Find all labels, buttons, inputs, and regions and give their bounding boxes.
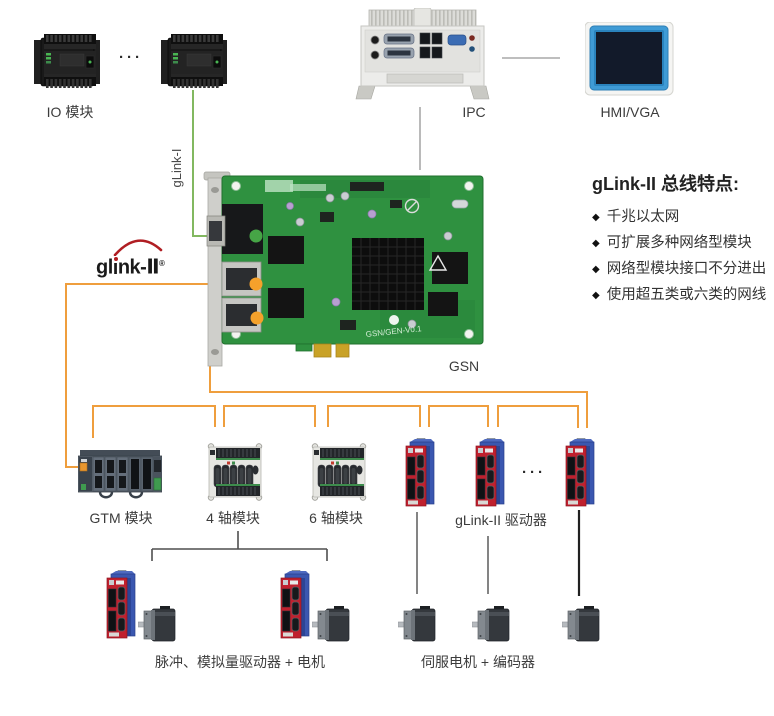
hmi-image bbox=[585, 22, 674, 96]
label-axis6: 6 轴模块 bbox=[309, 510, 363, 526]
glink2-features-panel: gLink-II 总线特点: ◆ 千兆以太网 ◆ 可扩展多种网络型模块 ◆ 网络型模块… bbox=[592, 170, 774, 313]
label-glink2-drivers: gLink-II 驱动器 bbox=[455, 512, 547, 528]
io-modules-ellipsis: ··· bbox=[119, 49, 143, 66]
axis6-module-image bbox=[311, 443, 367, 501]
feature-text: 千兆以太网 bbox=[606, 209, 680, 225]
glink2-logo: glınk-Ⅱ® bbox=[96, 251, 176, 281]
label-glink1-bus: gLink-I bbox=[169, 148, 184, 188]
glink2-driver-3-image bbox=[565, 438, 595, 507]
label-servo-group: 伺服电机 + 编码器 bbox=[421, 654, 535, 670]
glink2-line-port1-to-gtm bbox=[65, 283, 250, 468]
glink2-line-axis4-to-axis6 bbox=[223, 405, 316, 427]
servo-motor-lines bbox=[416, 510, 581, 596]
glink1-port-dot bbox=[249, 229, 263, 243]
diamond-bullet-icon: ◆ bbox=[592, 264, 600, 275]
logo-prefix: gl bbox=[96, 256, 113, 279]
glink2-driver-1-image bbox=[405, 438, 435, 507]
pulse-motor-2-image bbox=[312, 606, 350, 642]
label-axis4: 4 轴模块 bbox=[206, 510, 260, 526]
axis4-module-image bbox=[207, 443, 263, 501]
logo-red-dot-i: ı bbox=[112, 256, 119, 279]
logo-numeral: Ⅱ bbox=[146, 256, 160, 279]
label-ipc: IPC bbox=[462, 104, 486, 120]
gsn-card-image: GSN/GEN-V0.1 bbox=[203, 171, 484, 367]
label-gsn: GSN bbox=[448, 358, 480, 374]
logo-suffix: nk- bbox=[117, 256, 147, 279]
glink2-line-driver2-to-driver3 bbox=[497, 405, 579, 428]
feature-item: ◆ 千兆以太网 bbox=[592, 209, 774, 226]
diamond-bullet-icon: ◆ bbox=[592, 290, 600, 301]
gtm-module-image bbox=[78, 448, 162, 499]
glink2-line-gtm-to-axis4 bbox=[92, 405, 216, 438]
diamond-bullet-icon: ◆ bbox=[592, 238, 600, 249]
pulse-motor-1-image bbox=[138, 606, 176, 642]
registered-mark: ® bbox=[159, 259, 165, 268]
io-module-1-image bbox=[34, 34, 100, 89]
label-gtm: GTM 模块 bbox=[89, 510, 153, 526]
servo-motor-1-image bbox=[398, 606, 436, 642]
glink2-port1-dot bbox=[249, 277, 263, 291]
feature-item: ◆ 使用超五类或六类的网线 bbox=[592, 287, 774, 304]
servo-motor-2-image bbox=[472, 606, 510, 642]
features-list: ◆ 千兆以太网 ◆ 可扩展多种网络型模块 ◆ 网络型模块接口不分进出 ◆ 使用超五类或六… bbox=[592, 209, 774, 304]
feature-text: 可扩展多种网络型模块 bbox=[606, 235, 752, 251]
pulse-driver-2-image bbox=[280, 570, 310, 639]
label-io-modules: IO 模块 bbox=[46, 104, 94, 120]
feature-text: 网络型模块接口不分进出 bbox=[606, 261, 767, 277]
io-module-2-image bbox=[161, 34, 227, 89]
glink2-port2-dot bbox=[250, 311, 264, 325]
label-pulse-group: 脉冲、模拟量驱动器 + 电机 bbox=[155, 654, 325, 670]
feature-item: ◆ 可扩展多种网络型模块 bbox=[592, 235, 774, 252]
pulse-group-bracket bbox=[151, 531, 328, 561]
glink2-line-axis6-to-driver1 bbox=[327, 405, 421, 427]
diamond-bullet-icon: ◆ bbox=[592, 212, 600, 223]
glink2-driver-2-image bbox=[475, 438, 505, 507]
features-title: gLink-II 总线特点: bbox=[592, 174, 739, 194]
servo-motor-3-image bbox=[562, 606, 600, 642]
ipc-image bbox=[355, 8, 490, 100]
feature-item: ◆ 网络型模块接口不分进出 bbox=[592, 261, 774, 278]
drivers-ellipsis: ··· bbox=[522, 464, 546, 481]
glink2-line-driver1-to-driver2 bbox=[428, 405, 489, 427]
pulse-driver-1-image bbox=[106, 570, 136, 639]
feature-text: 使用超五类或六类的网线 bbox=[606, 287, 767, 303]
plain-connection-lines bbox=[419, 57, 560, 170]
glink2-logo-arc-icon bbox=[113, 239, 163, 256]
label-hmi: HMI/VGA bbox=[600, 104, 660, 120]
